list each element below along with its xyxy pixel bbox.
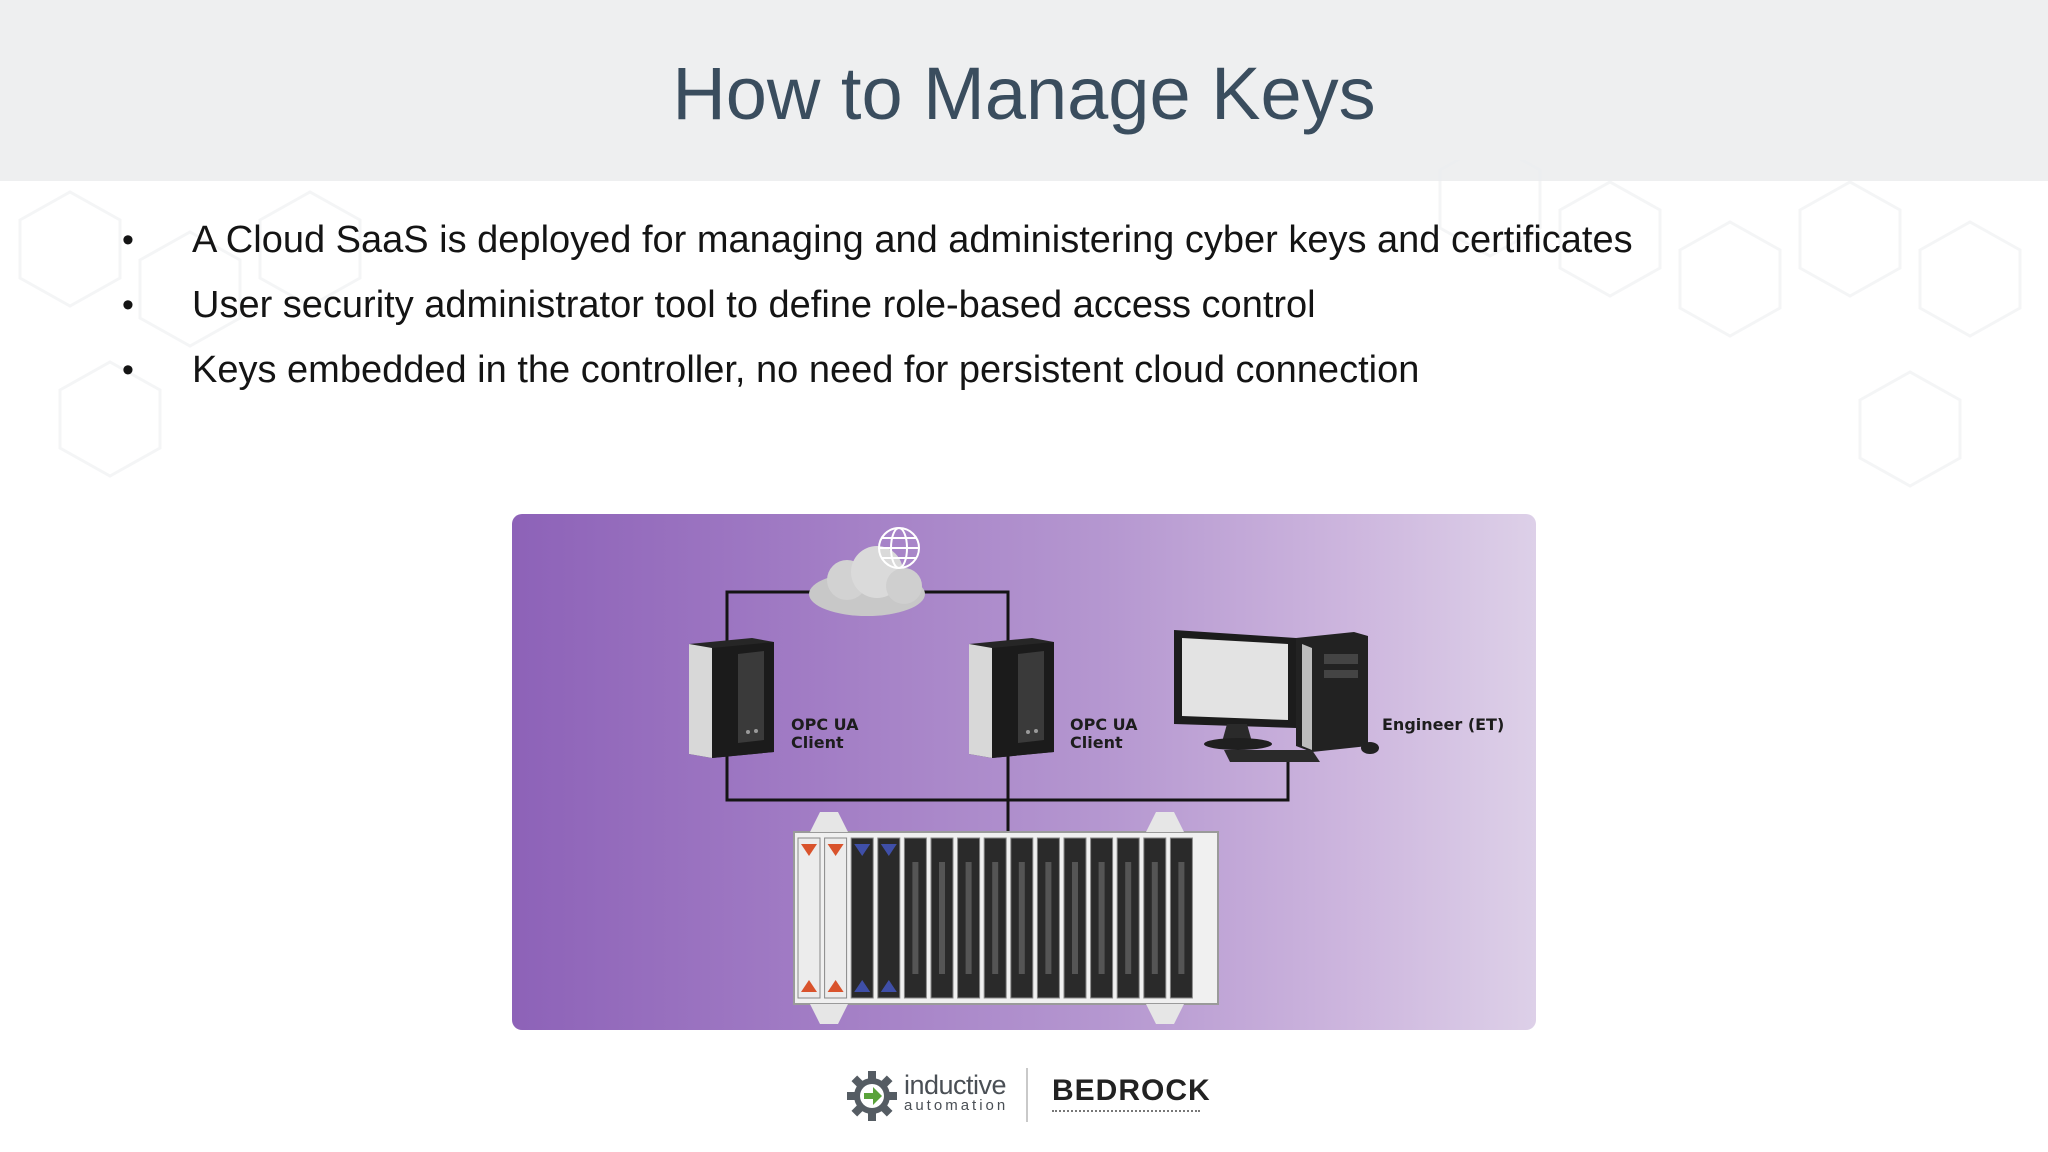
bullet-text: Keys embedded in the controller, no need… [192,349,1420,391]
server-tower-icon [969,638,1054,758]
rack-module-indicator [801,844,817,856]
rack-module-indicator [827,980,844,992]
slide-title: How to Manage Keys [672,52,1376,135]
workstation-icon [1174,630,1379,762]
bedrock-logo-underline [1052,1110,1200,1115]
rack-module-slot [992,862,999,974]
network-diagram: OPC UA Client OPC UA Client Engineer (ET… [512,514,1536,1030]
logo-divider [1026,1068,1028,1122]
opc-ua-client-label-1: OPC UA Client [791,715,859,752]
bullet-item: • Keys embedded in the controller, no ne… [118,348,1633,393]
controller-rack-icon [793,812,1219,1024]
rack-module [850,837,874,999]
bullet-marker: • [122,286,134,324]
rack-module-slot [1018,862,1025,974]
rack-module-indicator [854,844,871,856]
rack-module-indicator [880,844,897,856]
bedrock-logo: BEDROCK [1052,1074,1211,1107]
rack-module [824,837,848,999]
bullet-text: User security administrator tool to defi… [192,284,1316,326]
rack-module-slot [1125,862,1132,974]
bullet-list: • A Cloud SaaS is deployed for managing … [118,218,1633,413]
inductive-automation-gear-icon [847,1071,897,1121]
cloud-icon [809,546,925,616]
opc-ua-client-label-2: OPC UA Client [1070,715,1138,752]
footer-logos: inductive automation BEDROCK [846,1066,1210,1126]
rack-module-indicator [854,980,871,992]
rack-module [797,837,821,999]
rack-module-indicator [827,844,844,856]
bullet-marker: • [122,351,134,389]
bullet-text: A Cloud SaaS is deployed for managing an… [192,219,1633,261]
slide-header: How to Manage Keys [0,0,2048,181]
rack-module-slot [912,862,919,974]
bullet-marker: • [122,221,134,259]
rack-module-slot [1098,862,1105,974]
rack-module-slot [1178,862,1185,974]
rack-module [877,837,901,999]
rack-module-indicator [801,980,817,992]
rack-module-slot [939,862,945,974]
engineer-label: Engineer (ET) [1382,715,1505,734]
rack-module-slot [1045,862,1052,974]
globe-icon [878,527,920,569]
diagram-graphics [689,527,1379,1024]
server-tower-icon [689,638,774,758]
rack-module-slot [1072,862,1078,974]
bullet-item: • A Cloud SaaS is deployed for managing … [118,218,1633,263]
rack-module-slot [1151,862,1158,974]
rack-module-slot [965,862,972,974]
inductive-automation-logo: inductive automation [904,1070,1009,1114]
rack-module-indicator [880,980,897,992]
bullet-item: • User security administrator tool to de… [118,283,1633,328]
hexagon-background-pattern [18,160,2022,488]
